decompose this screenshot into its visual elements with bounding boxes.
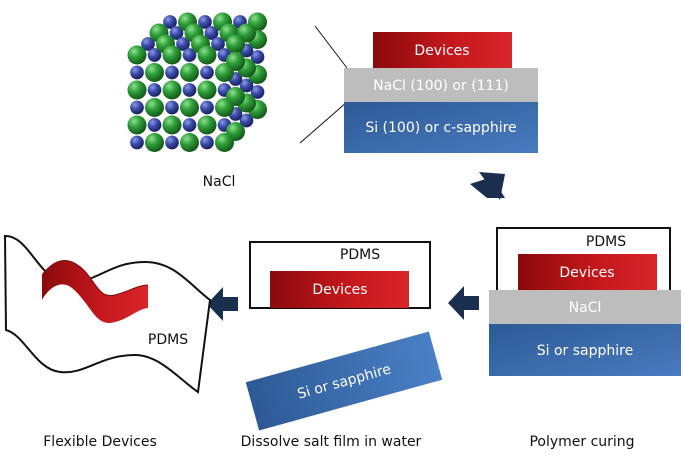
substrate-label: Si (100) or c-sapphire	[365, 120, 516, 136]
substrate-layer	[245, 331, 443, 431]
sodium-ion	[165, 65, 179, 80]
devices-layer	[518, 254, 657, 290]
sodium-ion	[165, 135, 179, 150]
caption-polymer-curing: Polymer curing	[529, 434, 634, 450]
sodium-ion	[163, 15, 177, 29]
sodium-ion	[130, 100, 144, 115]
chlorine-ion	[197, 115, 217, 135]
sodium-ion	[182, 83, 197, 97]
sodium-ion	[141, 37, 155, 51]
chlorine-ion	[180, 98, 199, 117]
devices-label: Devices	[312, 282, 367, 298]
sodium-ion	[198, 15, 212, 29]
sodium-ion	[211, 37, 225, 51]
sodium-ion	[147, 83, 162, 97]
nacl-label: NaCl	[203, 174, 236, 190]
salt-label: NaCl	[569, 300, 602, 316]
sodium-ion	[169, 26, 184, 40]
chlorine-ion	[226, 34, 245, 54]
salt-layer	[489, 290, 681, 324]
chlorine-ion	[127, 80, 147, 100]
stack-dissolve: PDMS Devices Si or sapphire	[245, 241, 443, 431]
sodium-ion	[182, 118, 197, 132]
arrow-down-right-icon	[470, 172, 505, 200]
sodium-ion	[239, 78, 254, 93]
devices-label: Devices	[414, 43, 469, 59]
arrow-left-icon	[207, 287, 238, 321]
chlorine-ion	[215, 133, 234, 152]
chlorine-ion	[215, 63, 234, 82]
sodium-ion	[165, 100, 179, 115]
salt-layer	[344, 68, 538, 102]
chlorine-ion	[127, 45, 147, 65]
devices-layer	[373, 32, 512, 68]
sodium-ion	[250, 50, 265, 64]
nacl-crystal-illustration	[127, 12, 267, 152]
chlorine-ion	[197, 45, 217, 65]
sodium-ion	[130, 135, 144, 150]
sodium-ion	[250, 85, 265, 99]
chlorine-ion	[145, 63, 164, 82]
stack-top: Devices NaCl (100) or (111) Si (100) or …	[344, 32, 538, 153]
substrate-layer	[489, 324, 681, 376]
sodium-ion	[147, 118, 162, 132]
chlorine-ion	[197, 80, 217, 100]
chlorine-ion	[215, 98, 234, 117]
pdms-label: PDMS	[148, 332, 188, 348]
chlorine-ion	[162, 80, 182, 100]
released-substrate: Si or sapphire	[245, 331, 443, 431]
sodium-ion	[200, 135, 214, 150]
sodium-ion	[200, 100, 214, 115]
salt-label: NaCl (100) or (111)	[373, 78, 509, 94]
chlorine-ion	[162, 45, 182, 65]
sodium-ion	[176, 37, 190, 51]
sodium-ion	[204, 26, 219, 40]
chlorine-ion	[127, 115, 147, 135]
chlorine-ion	[145, 133, 164, 152]
devices-layer	[42, 260, 148, 323]
substrate-layer	[344, 102, 538, 153]
chlorine-ion	[145, 98, 164, 117]
sodium-ion	[147, 48, 162, 62]
pdms-label: PDMS	[586, 234, 626, 250]
zoom-lines	[299, 25, 348, 144]
arrow-left-icon	[448, 286, 479, 320]
chlorine-ion	[180, 133, 199, 152]
sodium-ion	[239, 113, 254, 128]
sodium-ion	[130, 65, 144, 80]
devices-layer	[270, 271, 409, 308]
caption-flexible-devices: Flexible Devices	[43, 434, 157, 450]
sodium-ion	[182, 48, 197, 62]
chlorine-ion	[180, 63, 199, 82]
substrate-label: Si or sapphire	[537, 343, 633, 359]
pdms-label: PDMS	[340, 247, 380, 263]
caption-dissolve: Dissolve salt film in water	[241, 434, 422, 450]
chlorine-ion	[162, 115, 182, 135]
devices-label: Devices	[559, 265, 614, 281]
flexible-device: PDMS	[3, 234, 212, 394]
sodium-ion	[200, 65, 214, 80]
stack-curing: PDMS Devices NaCl Si or sapphire	[489, 227, 681, 376]
